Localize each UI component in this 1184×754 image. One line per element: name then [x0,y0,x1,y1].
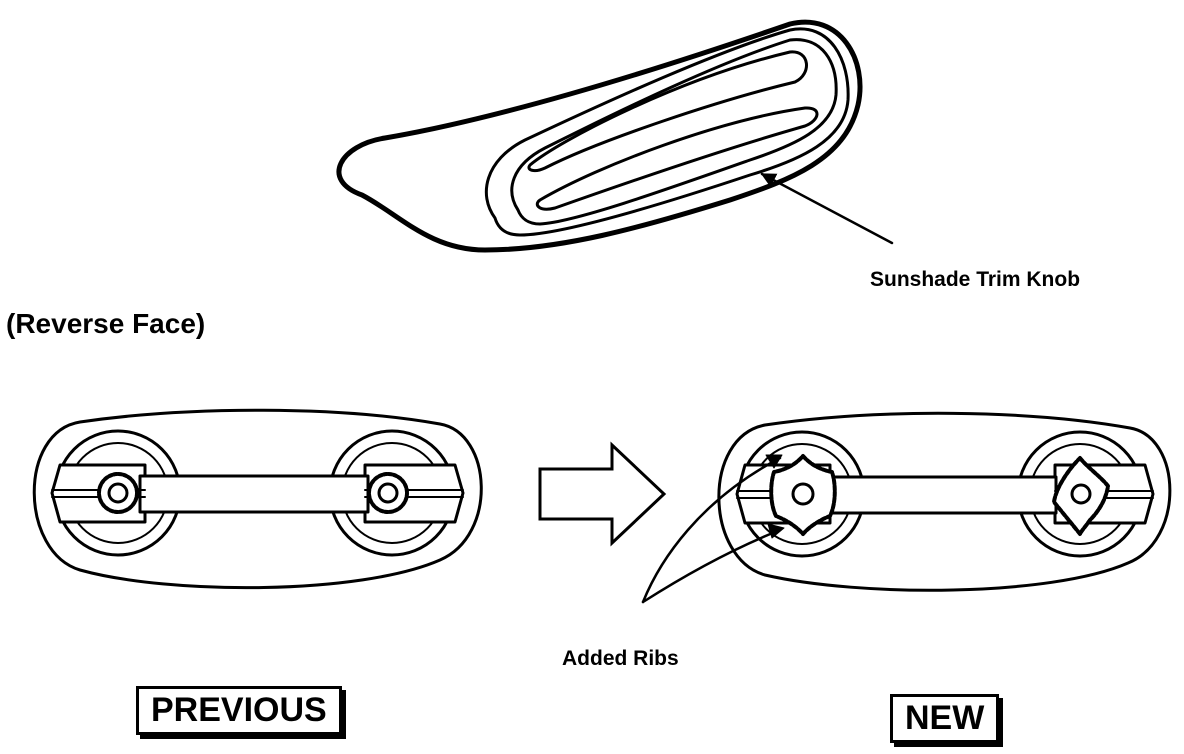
new-reverse-face [641,411,1172,604]
reverse-face-label: (Reverse Face) [6,308,206,339]
knob-front-view [336,19,894,253]
knob-ridge-lower [535,106,819,211]
previous-reverse-face [32,408,483,590]
previous-clip-left-hole [107,482,129,504]
new-label: NEW [890,694,1000,743]
knob-callout-arrow [760,172,894,245]
new-rib-clip-left [769,454,837,536]
knob-rim-outer [484,27,850,237]
knob-outline [336,19,863,253]
new-clip-right-hole [1070,483,1092,505]
previous-clip-left [97,472,139,514]
new-clip-left-hole [791,482,815,506]
previous-clip-right [367,472,409,514]
ribs-arrowhead-upper [765,454,783,469]
new-center-bar [824,475,1058,515]
previous-center-bar [138,474,370,514]
transition-arrow-icon [538,441,667,547]
knob-rim-inner [510,38,838,226]
added-ribs-label: Added Ribs [562,647,679,670]
ribs-arrowhead-lower [767,523,785,539]
previous-knob-outline [32,408,483,590]
knob-ridge-upper [527,50,808,173]
new-knob-outline [717,411,1172,592]
new-rib-clip-right [1052,456,1110,536]
knob-label: Sunshade Trim Knob [870,268,1081,291]
ribs-callout-shape [641,456,782,604]
ribs-callout-shape-lower [641,528,782,604]
previous-clip-right-hole [377,482,399,504]
previous-label: PREVIOUS [136,686,342,735]
